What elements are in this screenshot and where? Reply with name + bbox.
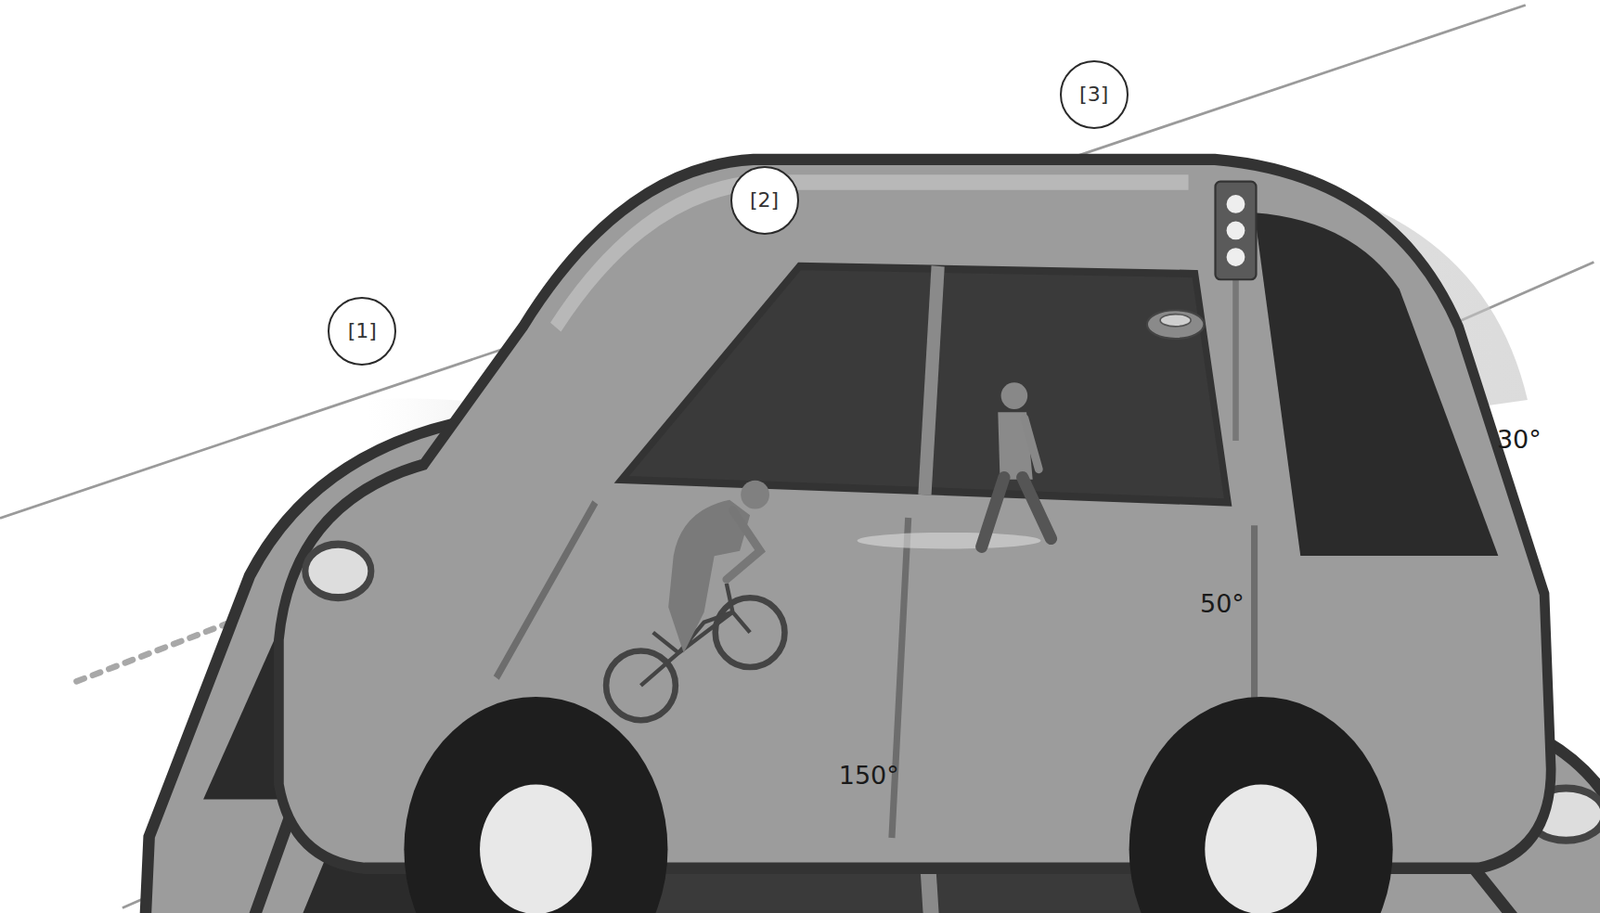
callout-circle: [2] — [730, 166, 800, 235]
callout-circle: [3] — [1059, 60, 1129, 130]
angle-label: 50° — [1200, 591, 1245, 617]
callout-circle: [1] — [327, 296, 397, 366]
callout-number: [1] — [348, 321, 377, 342]
angle-label: 150° — [838, 762, 900, 788]
angle-label: 30° — [1496, 426, 1542, 452]
callout-number: [3] — [1079, 84, 1109, 105]
callout-number: [2] — [749, 190, 779, 211]
